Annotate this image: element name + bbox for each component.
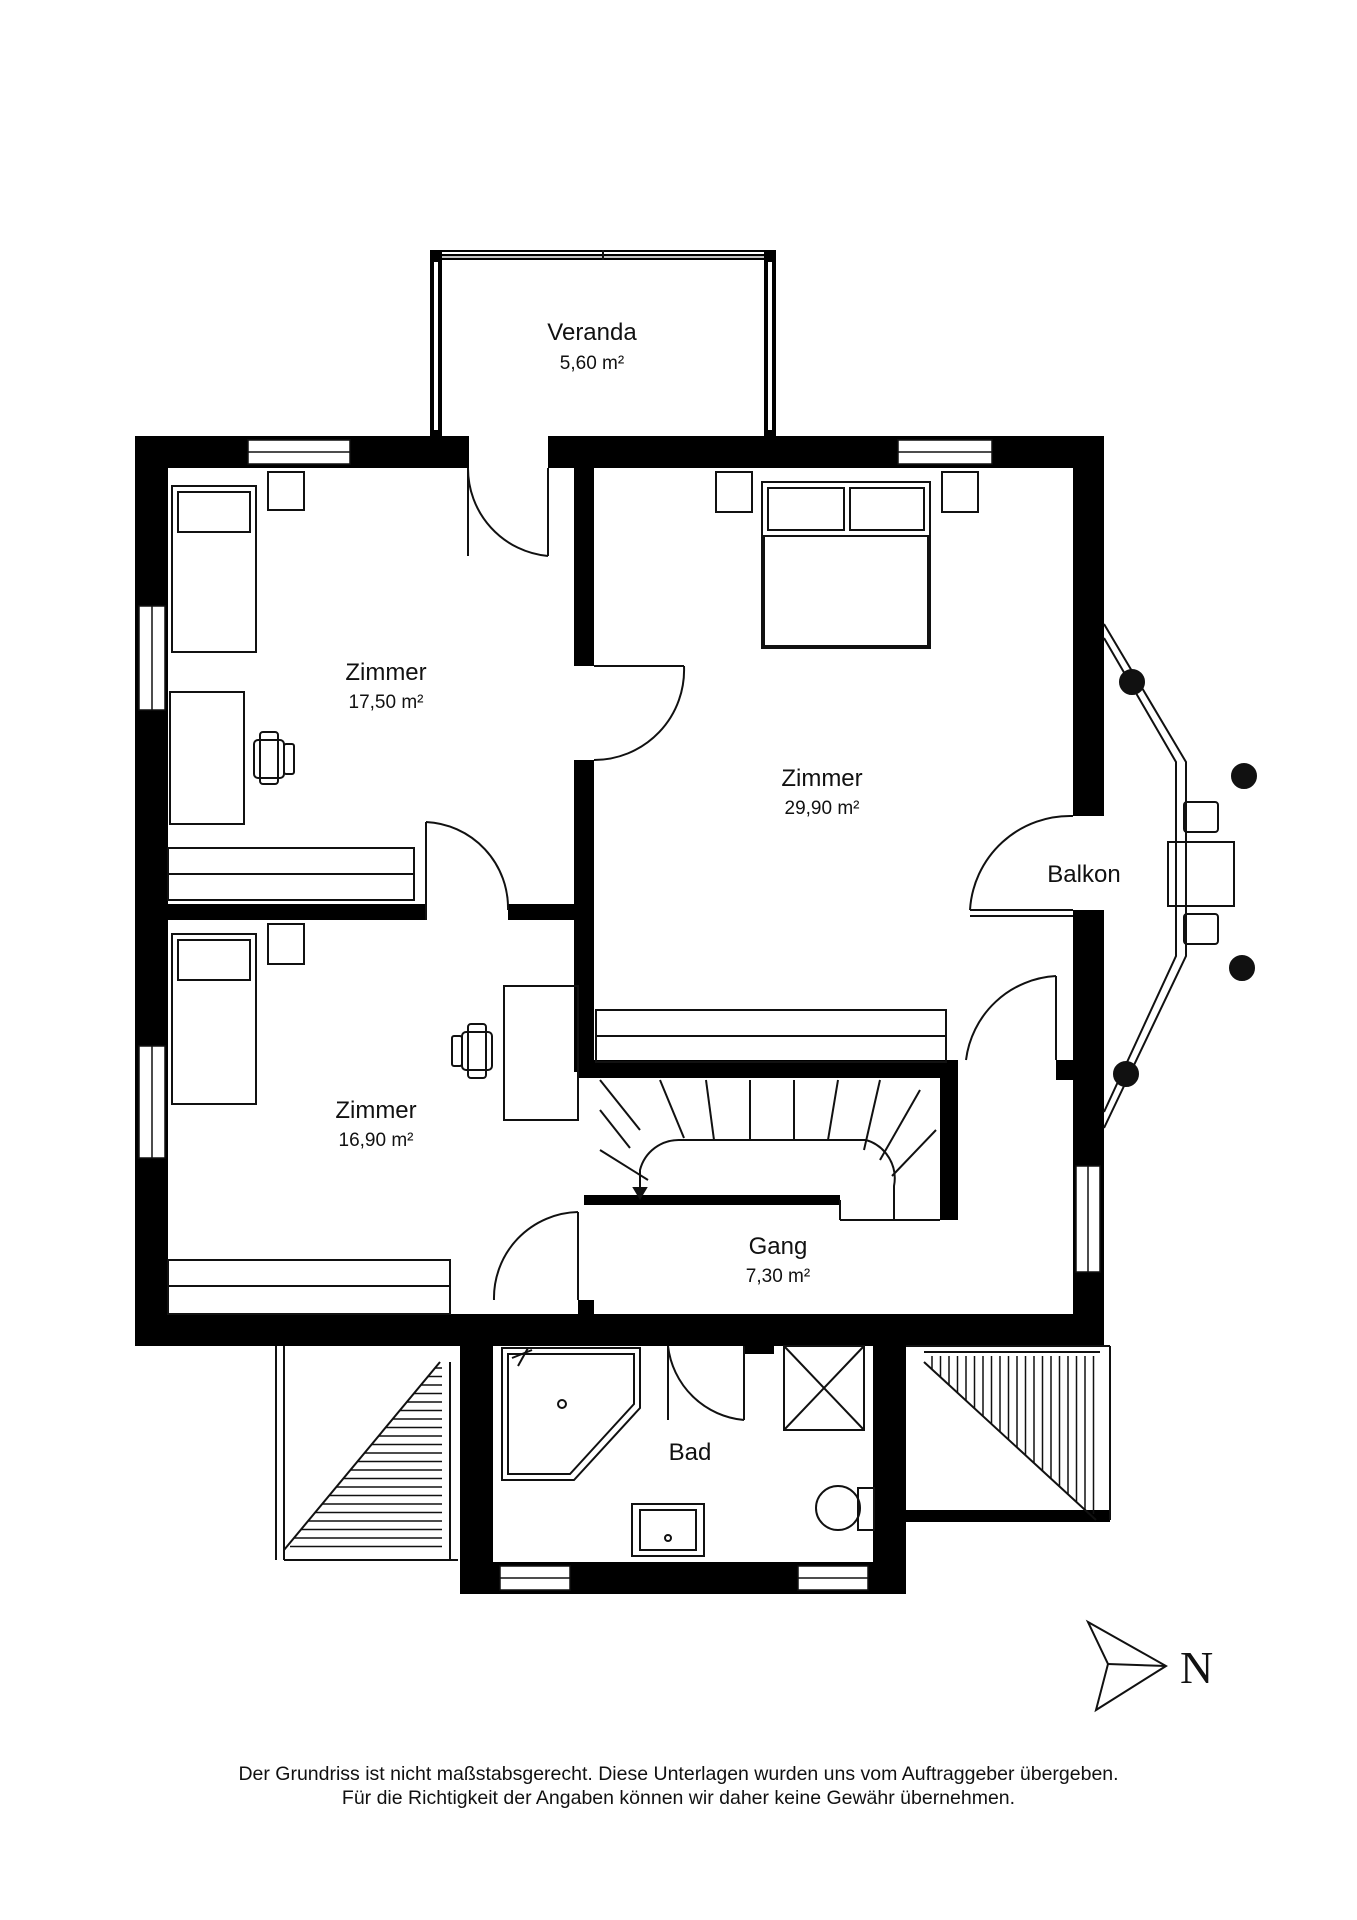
- bad-name: Bad: [669, 1439, 712, 1466]
- veranda: [430, 250, 776, 436]
- staircase: [599, 1079, 940, 1221]
- bathroom-fixtures: [501, 1345, 875, 1557]
- zimmer-master-area: 29,90 m²: [785, 798, 860, 819]
- disclaimer-line-2: Für die Richtigkeit der Angaben können w…: [341, 1787, 1016, 1809]
- veranda-name: Veranda: [547, 319, 637, 346]
- balkon: [1103, 623, 1257, 1129]
- compass-north-label: N: [1180, 1642, 1213, 1693]
- windows: [138, 439, 1101, 1591]
- disclaimer-line-1: Der Grundriss ist nicht maßstabsgerecht.…: [238, 1763, 1119, 1785]
- zimmer-bottom-name: Zimmer: [335, 1097, 416, 1124]
- balkon-name: Balkon: [1047, 861, 1120, 888]
- furniture-zimmer-bottom: [167, 923, 579, 1315]
- gang-name: Gang: [749, 1233, 808, 1260]
- furniture-zimmer-top: [167, 471, 415, 901]
- room-labels: Veranda 5,60 m² Zimmer 17,50 m² Zimmer 2…: [335, 319, 1120, 1466]
- zimmer-top-name: Zimmer: [345, 659, 426, 686]
- exterior-step-hatching: [290, 1356, 1095, 1548]
- exterior-steps: [275, 1345, 1111, 1561]
- walls: [135, 436, 1110, 1594]
- north-arrow-icon: [1085, 1619, 1168, 1713]
- zimmer-master-name: Zimmer: [781, 765, 862, 792]
- gang-area: 7,30 m²: [746, 1266, 810, 1287]
- zimmer-top-area: 17,50 m²: [349, 692, 424, 713]
- zimmer-bottom-area: 16,90 m²: [339, 1130, 414, 1151]
- veranda-area: 5,60 m²: [560, 353, 624, 374]
- doors: [425, 467, 1074, 1421]
- furniture-zimmer-master: [595, 471, 979, 1063]
- disclaimer: Der Grundriss ist nicht maßstabsgerecht.…: [0, 1762, 1357, 1810]
